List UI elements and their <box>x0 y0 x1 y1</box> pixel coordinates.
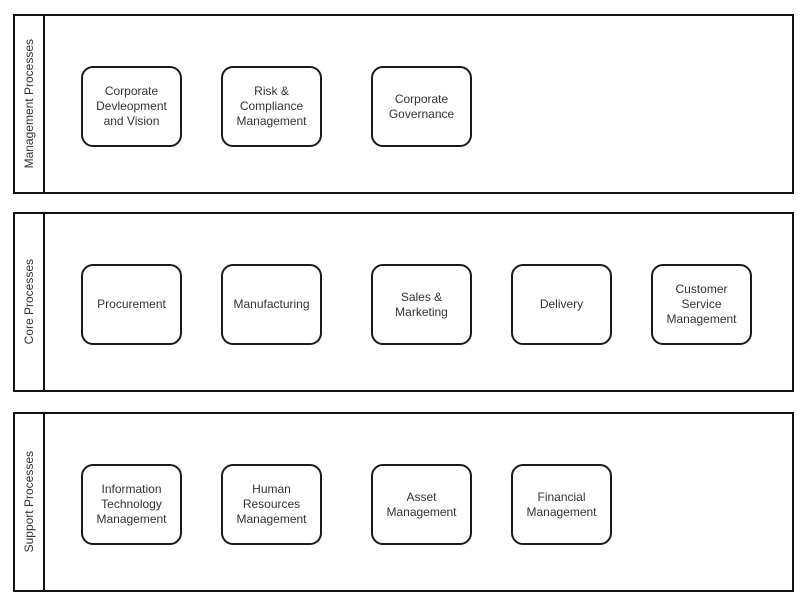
lane-management-processes: Management Processes Corporate Devleopme… <box>13 14 794 194</box>
lane-support-label-column[interactable]: Support Processes <box>15 414 45 590</box>
lane-core-label-column[interactable]: Core Processes <box>15 214 45 390</box>
process-box-human-resources-management[interactable]: Human Resources Management <box>221 464 322 545</box>
process-box-customer-service-management[interactable]: Customer Service Management <box>651 264 752 345</box>
process-box-delivery[interactable]: Delivery <box>511 264 612 345</box>
process-box-label: Asset Management <box>386 489 457 519</box>
lane-label: Core Processes <box>22 259 36 345</box>
lane-label: Management Processes <box>22 39 36 169</box>
process-box-sales-marketing[interactable]: Sales & Marketing <box>371 264 472 345</box>
process-box-corporate-governance[interactable]: Corporate Governance <box>371 66 472 147</box>
process-box-label: Risk & Compliance Management <box>236 84 307 128</box>
lane-label: Support Processes <box>22 451 36 553</box>
process-box-label: Human Resources Management <box>236 482 307 526</box>
process-box-label: Sales & Marketing <box>395 289 448 319</box>
process-box-label: Financial Management <box>526 489 597 519</box>
lane-management-body: Corporate Devleopment and Vision Risk & … <box>45 16 792 192</box>
process-box-procurement[interactable]: Procurement <box>81 264 182 345</box>
process-box-financial-management[interactable]: Financial Management <box>511 464 612 545</box>
process-box-label: Procurement <box>97 297 166 311</box>
lane-management-label-column[interactable]: Management Processes <box>15 16 45 192</box>
process-box-label: Corporate Devleopment and Vision <box>96 84 167 128</box>
lane-support-processes: Support Processes Information Technology… <box>13 412 794 592</box>
lane-core-body: Procurement Manufacturing Sales & Market… <box>45 214 792 390</box>
process-box-label: Information Technology Management <box>96 482 167 526</box>
process-box-information-technology-management[interactable]: Information Technology Management <box>81 464 182 545</box>
lane-core-processes: Core Processes Procurement Manufacturing… <box>13 212 794 392</box>
process-box-asset-management[interactable]: Asset Management <box>371 464 472 545</box>
process-box-label: Corporate Governance <box>388 91 455 121</box>
process-box-label: Customer Service Management <box>666 282 737 326</box>
process-box-label: Delivery <box>539 297 584 311</box>
process-box-label: Manufacturing <box>233 297 310 311</box>
process-box-risk-compliance-management[interactable]: Risk & Compliance Management <box>221 66 322 147</box>
lane-support-body: Information Technology Management Human … <box>45 414 792 590</box>
process-box-manufacturing[interactable]: Manufacturing <box>221 264 322 345</box>
process-box-corporate-development-and-vision[interactable]: Corporate Devleopment and Vision <box>81 66 182 147</box>
